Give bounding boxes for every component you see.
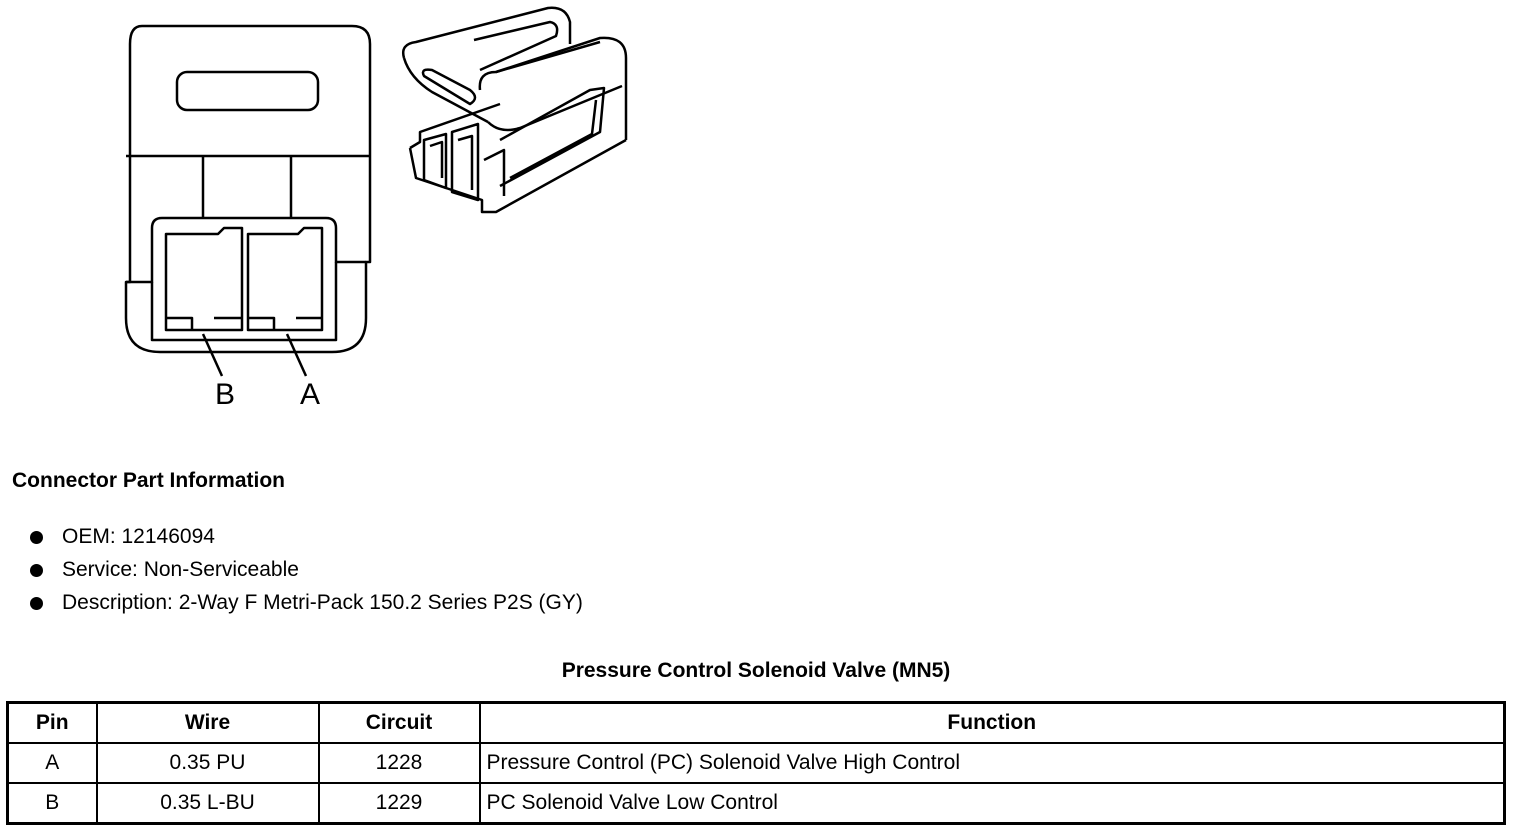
table-row: A 0.35 PU 1228 Pressure Control (PC) Sol… — [6, 742, 1506, 784]
list-item: Service: Non-Serviceable — [30, 555, 583, 588]
cell-pin: A — [6, 742, 98, 784]
list-item: Description: 2-Way F Metri-Pack 150.2 Se… — [30, 588, 583, 621]
bullet-icon — [30, 564, 43, 577]
table-header-row: Pin Wire Circuit Function — [6, 701, 1506, 744]
cell-function: PC Solenoid Valve Low Control — [478, 782, 1506, 825]
header-function: Function — [478, 701, 1506, 744]
connector-info-heading: Connector Part Information — [12, 469, 286, 492]
table-title: Pressure Control Solenoid Valve (MN5) — [561, 659, 951, 682]
service-text: Service: Non-Serviceable — [62, 558, 299, 581]
pinout-table: Pin Wire Circuit Function A 0.35 PU 1228… — [6, 701, 1506, 825]
list-item: OEM: 12146094 — [30, 522, 583, 555]
header-pin: Pin — [6, 701, 98, 744]
connector-face-view — [124, 24, 372, 377]
cell-circuit: 1228 — [317, 742, 481, 784]
cell-wire: 0.35 L-BU — [95, 782, 320, 825]
cell-wire: 0.35 PU — [95, 742, 320, 784]
connector-info-list: OEM: 12146094 Service: Non-Serviceable D… — [30, 522, 583, 621]
header-circuit: Circuit — [317, 701, 481, 744]
oem-text: OEM: 12146094 — [62, 525, 215, 548]
connector-diagram — [124, 6, 628, 377]
bullet-icon — [30, 531, 43, 544]
cell-pin: B — [6, 782, 98, 825]
cell-circuit: 1229 — [317, 782, 481, 825]
bullet-icon — [30, 597, 43, 610]
table-row: B 0.35 L-BU 1229 PC Solenoid Valve Low C… — [6, 782, 1506, 825]
cell-function: Pressure Control (PC) Solenoid Valve Hig… — [478, 742, 1506, 784]
connector-isometric-view — [402, 6, 628, 214]
description-text: Description: 2-Way F Metri-Pack 150.2 Se… — [62, 591, 583, 614]
pin-label-a: A — [300, 378, 321, 411]
header-wire: Wire — [95, 701, 320, 744]
pin-label-b: B — [215, 378, 236, 411]
